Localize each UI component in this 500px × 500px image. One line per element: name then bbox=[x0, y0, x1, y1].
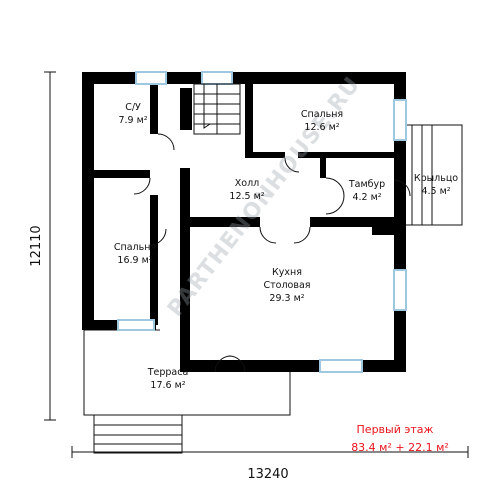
room-name: Кухня bbox=[272, 267, 302, 278]
room-name: С/У bbox=[125, 102, 141, 113]
room-name: Спальня bbox=[114, 242, 156, 253]
room-area: 29.3 м² bbox=[269, 293, 304, 304]
room-area: 16.9 м² bbox=[117, 255, 152, 266]
floor-area-totals: 83.4 м² + 22.1 м² bbox=[351, 441, 449, 454]
room-name: Холл bbox=[235, 178, 259, 189]
floor-caption: Первый этаж 83.4 м² + 22.1 м² bbox=[351, 423, 449, 454]
room-porch: Крыльцо 4.5 м² bbox=[414, 173, 458, 197]
room-vestibule: Тамбур 4.2 м² bbox=[348, 179, 385, 203]
room-name: Крыльцо bbox=[414, 173, 458, 184]
room-name: Спальня bbox=[301, 109, 343, 120]
room-area: 4.2 м² bbox=[352, 192, 381, 203]
height-dimension: 12110 bbox=[29, 225, 44, 266]
room-area: 17.6 м² bbox=[150, 380, 185, 391]
room-area: 12.5 м² bbox=[229, 191, 264, 202]
room-kitchen: Кухня Столовая 29.3 м² bbox=[264, 267, 311, 304]
room-name: Тамбур bbox=[348, 179, 385, 190]
door-swings bbox=[133, 133, 411, 373]
staircase bbox=[193, 83, 241, 135]
room-bedroom-left: Спальня 16.9 м² bbox=[114, 242, 156, 266]
room-bathroom: С/У 7.9 м² bbox=[118, 102, 147, 126]
width-dimension: 13240 bbox=[247, 467, 288, 482]
room-area: 7.9 м² bbox=[118, 115, 147, 126]
floor-title: Первый этаж bbox=[357, 423, 434, 436]
terrace-outline bbox=[83, 329, 291, 454]
room-area: 4.5 м² bbox=[421, 186, 450, 197]
room-name: Терраса bbox=[147, 367, 189, 378]
room-hall: Холл 12.5 м² bbox=[229, 178, 264, 202]
windows bbox=[117, 71, 407, 373]
room-area: 12.6 м² bbox=[304, 122, 339, 133]
dimension-lines bbox=[44, 71, 469, 458]
room-name-secondary: Столовая bbox=[264, 280, 311, 291]
room-bedroom-upper: Спальня 12.6 м² bbox=[301, 109, 343, 133]
room-terrace: Терраса 17.6 м² bbox=[147, 367, 189, 391]
